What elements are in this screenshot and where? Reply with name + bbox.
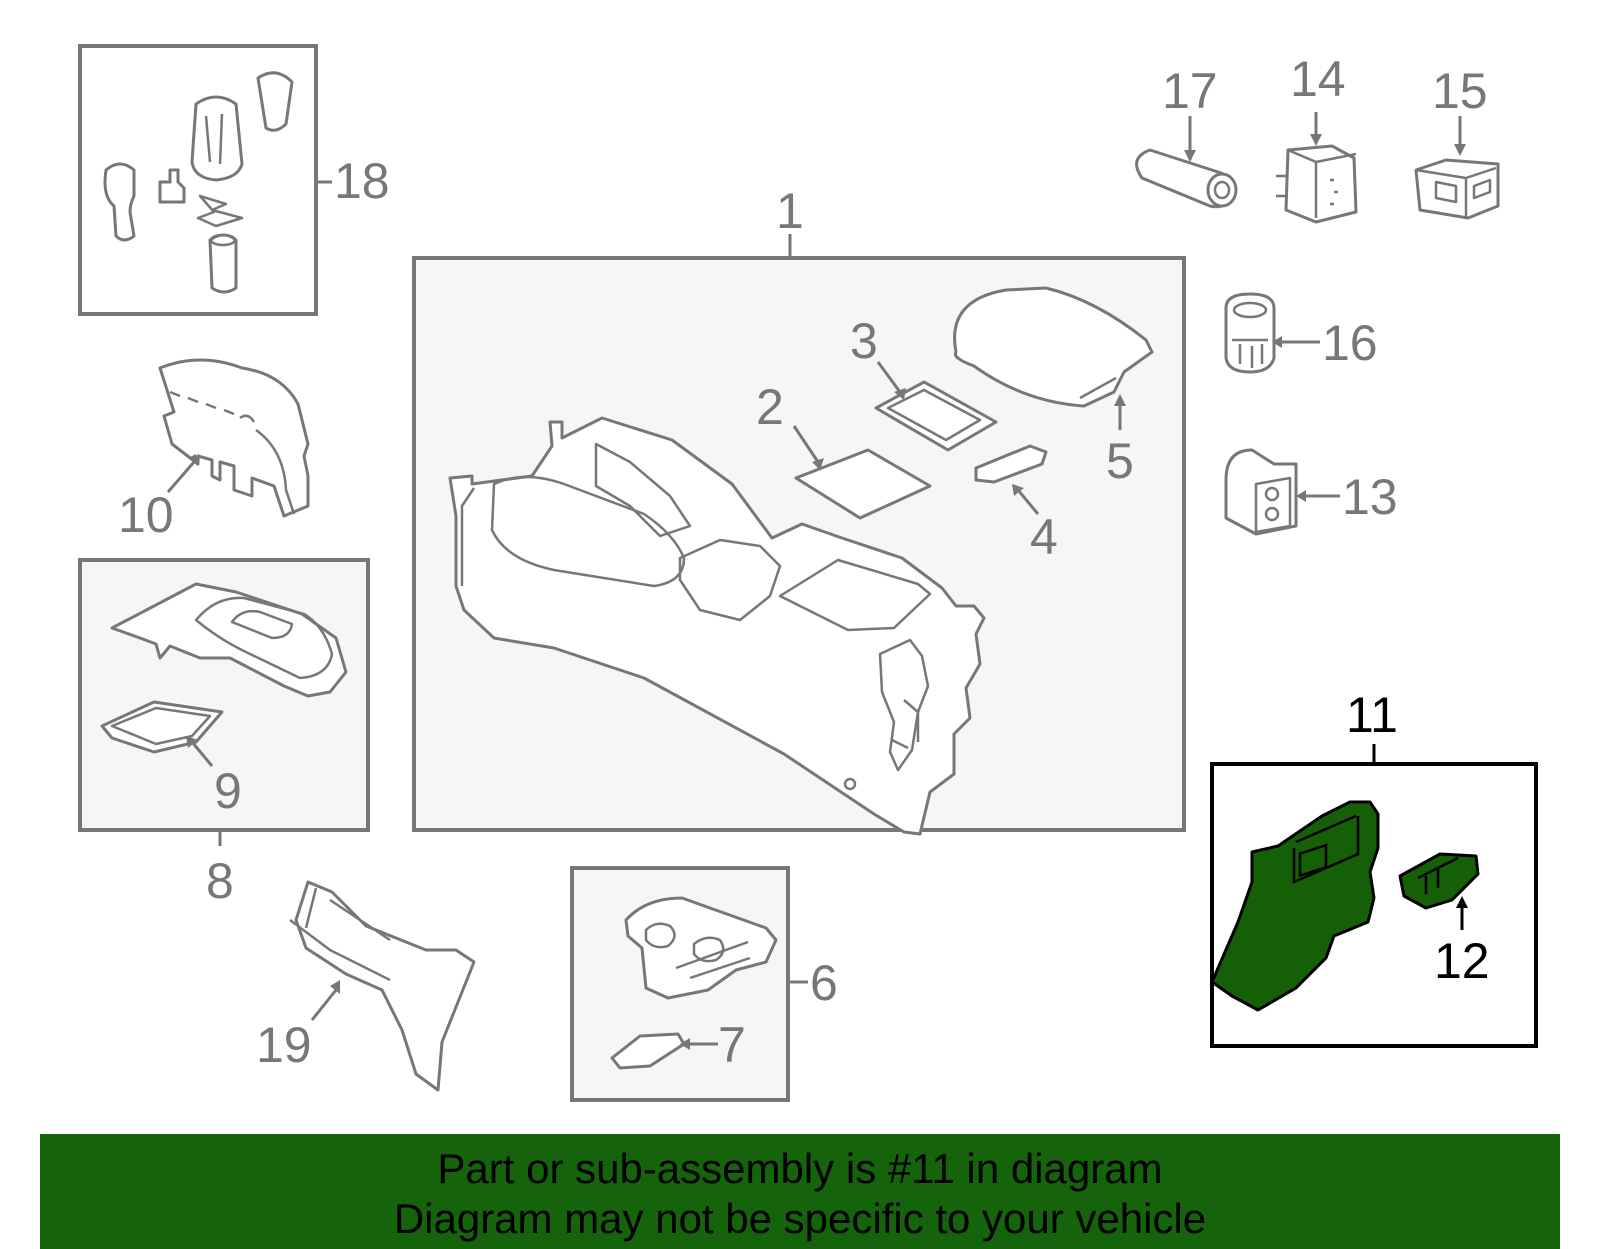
part-group-8[interactable] (78, 558, 370, 832)
callout-15: 15 (1432, 63, 1488, 119)
callout-8: 8 (206, 853, 234, 909)
callout-7: 7 (718, 1017, 746, 1073)
part-10[interactable] (158, 358, 310, 518)
part-14[interactable] (1276, 144, 1358, 224)
callout-14: 14 (1290, 51, 1346, 107)
info-banner: Part or sub-assembly is #11 in diagram D… (40, 1134, 1560, 1249)
banner-line-2: Diagram may not be specific to your vehi… (393, 1195, 1207, 1242)
callout-6: 6 (810, 955, 838, 1011)
banner-line-1: Part or sub-assembly is #11 in diagram (437, 1145, 1163, 1192)
callout-13: 13 (1342, 469, 1398, 525)
callout-18: 18 (334, 153, 390, 209)
callout-19: 19 (256, 1017, 312, 1073)
callout-4: 4 (1030, 509, 1058, 565)
part-16[interactable] (1224, 292, 1276, 374)
callout-1: 1 (776, 183, 804, 239)
callout-10: 10 (118, 487, 174, 543)
part-15[interactable] (1414, 158, 1500, 220)
part-group-6[interactable] (570, 866, 790, 1102)
callout-12: 12 (1434, 933, 1490, 989)
callout-5: 5 (1106, 433, 1134, 489)
part-19[interactable] (289, 880, 476, 1092)
callout-16: 16 (1322, 315, 1378, 371)
part-17[interactable] (1135, 148, 1238, 209)
callout-3: 3 (850, 313, 878, 369)
callout-2: 2 (756, 379, 784, 435)
part-group-1-console[interactable] (412, 256, 1186, 836)
part-13[interactable] (1224, 448, 1298, 536)
callout-9: 9 (214, 763, 242, 819)
part-11-highlighted[interactable] (1210, 762, 1538, 1048)
part-group-18[interactable] (78, 44, 318, 316)
callout-17: 17 (1162, 63, 1218, 119)
callout-11: 11 (1346, 687, 1398, 743)
part-12-highlighted[interactable] (1398, 852, 1480, 910)
